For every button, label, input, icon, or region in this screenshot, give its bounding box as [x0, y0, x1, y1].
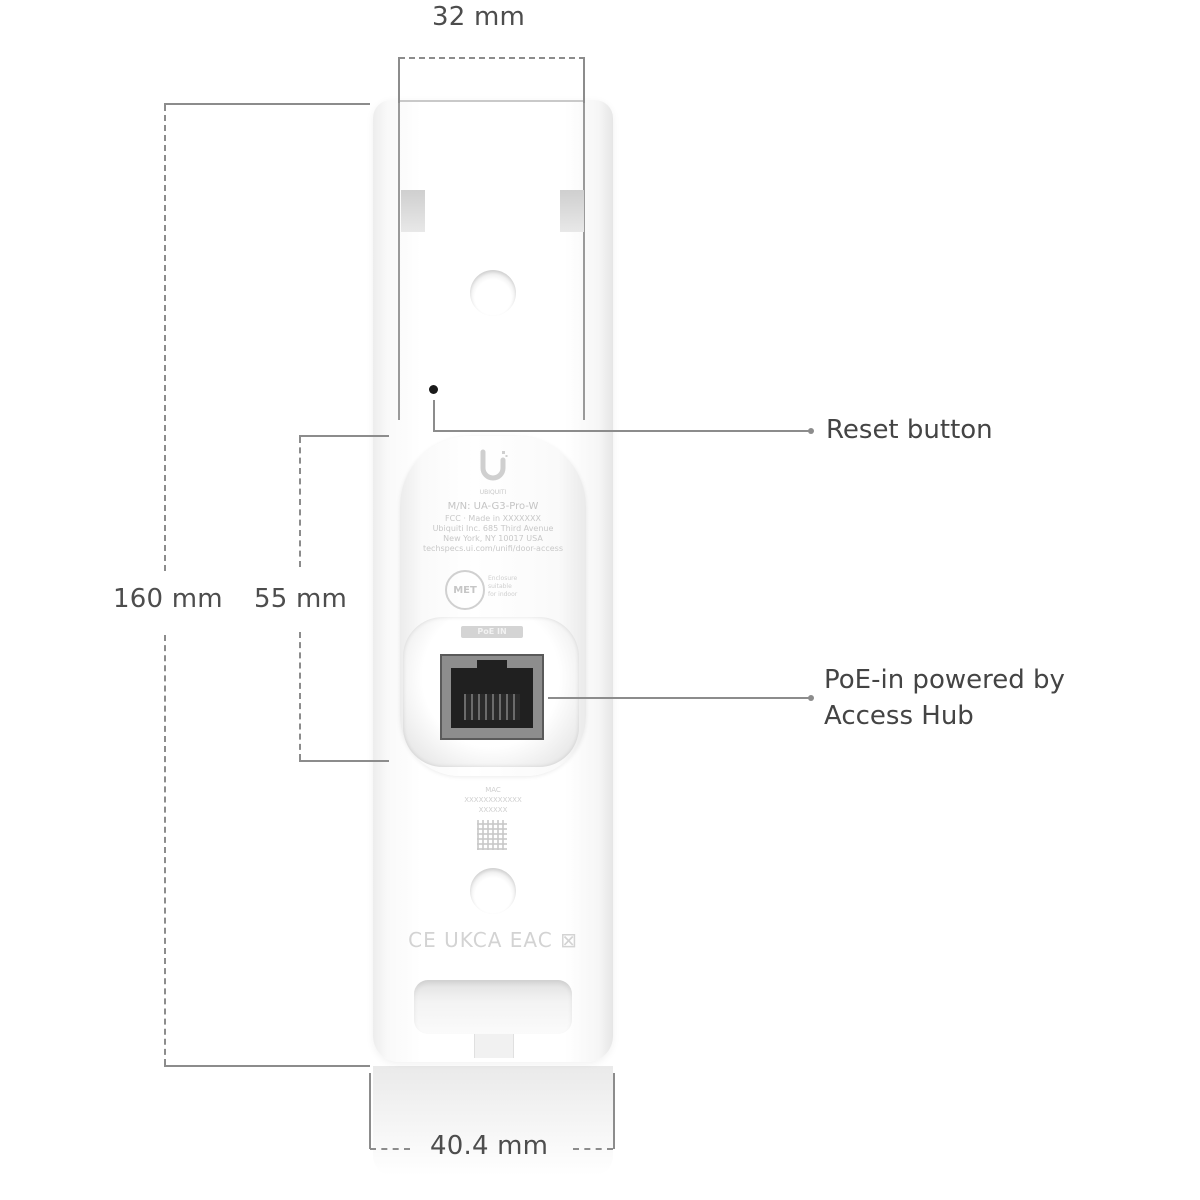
reset-callout-label: Reset button [826, 415, 993, 445]
cert-side-text: Enclosure suitable for indoor [488, 575, 518, 598]
screw-hole-top [470, 270, 516, 316]
met-certification-badge: MET [445, 570, 485, 610]
label-line: FCC · Made in XXXXXXX [445, 514, 541, 523]
label-brand-text: UBIQUITI [479, 489, 507, 496]
label-line: New York, NY 10017 USA [443, 534, 543, 543]
dimension-height-panel-bottom-tick [299, 760, 389, 762]
ubiquiti-logo-icon [480, 449, 508, 481]
poe-in-tag: PoE IN [461, 626, 523, 638]
mounting-rail-right [583, 100, 585, 420]
reset-callout-dot [808, 428, 814, 434]
bottom-tab [474, 1034, 514, 1058]
label-model-number: M/N: UA-G3-Pro-W [447, 501, 539, 512]
dimension-width-top-right-tick [583, 57, 585, 103]
serial-line: XXXXXXXXXXXX [464, 796, 522, 804]
poe-callout-dot [808, 695, 814, 701]
dimension-height-panel-top-tick [299, 435, 389, 437]
mounting-plate-top-edge [398, 100, 585, 102]
reset-button[interactable] [429, 385, 438, 394]
qr-code [477, 820, 507, 850]
bottom-cable-slot [414, 980, 572, 1034]
poe-callout-label: PoE-in powered by Access Hub [824, 662, 1065, 734]
rj45-pins [464, 694, 520, 720]
mounting-slot-right [560, 190, 584, 232]
dimension-height-total-bottom-tick [164, 1065, 370, 1067]
screw-hole-bottom [470, 868, 516, 914]
reset-callout-leader [433, 430, 811, 432]
reset-callout-leader-vertical [433, 400, 435, 432]
dimension-height-panel-line-upper [299, 437, 301, 567]
label-line: Ubiquiti Inc. 685 Third Avenue [432, 524, 554, 533]
poe-callout-label-line1: PoE-in powered by [824, 665, 1065, 695]
device-reflection [373, 1066, 613, 1176]
dimension-width-bottom-line-right [573, 1148, 613, 1150]
dimension-height-total-line-upper [164, 105, 166, 571]
dimension-height-total-label: 160 mm [113, 584, 223, 614]
dimension-height-panel-line-lower [299, 632, 301, 760]
dimension-width-bottom-right-tick [613, 1073, 615, 1149]
compliance-marks: CE UKCA EAC ⊠ [408, 928, 578, 952]
label-line: techspecs.ui.com/unifi/door-access [422, 544, 563, 553]
dimension-width-top-label: 32 mm [432, 2, 526, 32]
dimension-width-top-left-tick [398, 57, 400, 103]
serial-line: MAC [485, 786, 501, 794]
poe-callout-label-line2: Access Hub [824, 701, 974, 731]
dimension-width-bottom-line-left [370, 1148, 410, 1150]
rj45-latch-notch [477, 660, 507, 670]
dimension-width-bottom-left-tick [369, 1073, 371, 1149]
mounting-rail-left [398, 100, 400, 420]
serial-line: XXXXXX [478, 806, 508, 814]
dimension-width-bottom-label: 40.4 mm [430, 1131, 549, 1161]
dimension-width-top-line [399, 57, 585, 59]
poe-callout-leader [548, 697, 811, 699]
dimension-height-panel-label: 55 mm [254, 584, 348, 614]
dimension-height-total-top-tick [164, 103, 370, 105]
dimension-height-total-line-lower [164, 635, 166, 1065]
mounting-slot-left [401, 190, 425, 232]
